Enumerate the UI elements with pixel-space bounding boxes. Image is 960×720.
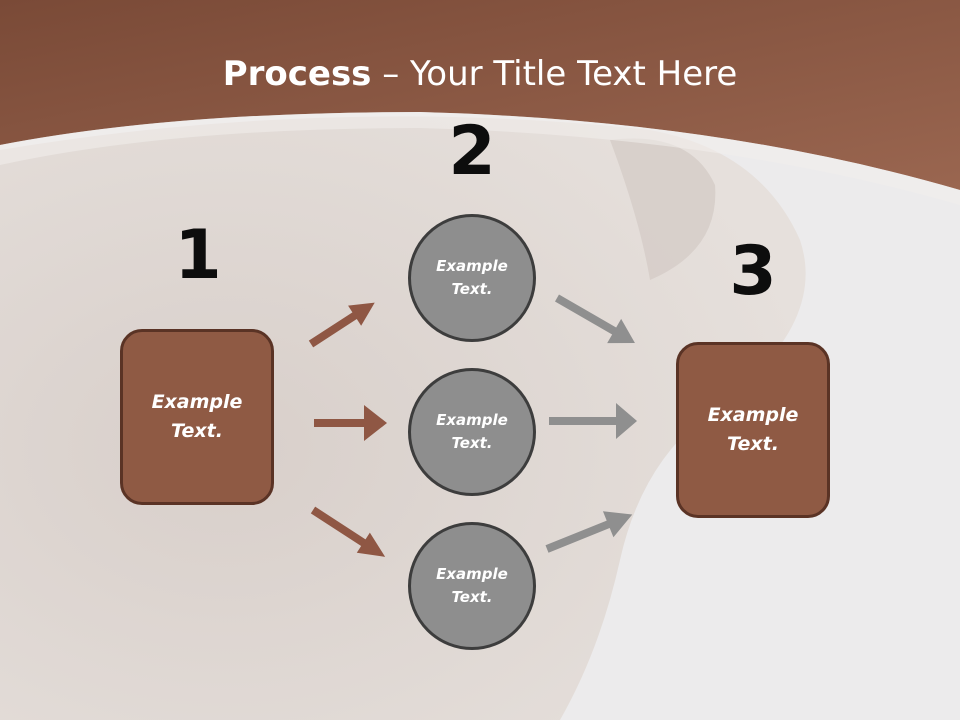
step-3-text-line2: Text. — [727, 433, 779, 455]
step-1-text-line2: Text. — [171, 420, 223, 442]
arrow-bottom-to-3 — [545, 511, 633, 553]
title-rest: – Your Title Text Here — [371, 54, 738, 94]
step-3-text-line1: Example — [707, 404, 799, 426]
circle-bottom-text-line1: Example — [436, 565, 508, 583]
arrow-middle-to-3 — [549, 403, 637, 439]
process-circle-bottom: Example Text. — [408, 522, 536, 650]
circle-top-text-line1: Example — [436, 257, 508, 275]
arrow-1-to-bottom — [310, 506, 386, 557]
circle-top-text-line2: Text. — [451, 280, 493, 298]
arrow-top-to-3 — [555, 294, 635, 344]
step-number-3: 3 — [729, 232, 777, 311]
title-bold: Process — [222, 54, 372, 94]
step-1-box: Example Text. — [120, 329, 274, 505]
step-number-1: 1 — [174, 216, 222, 295]
step-number-2: 2 — [448, 112, 496, 191]
circle-middle-text-line2: Text. — [451, 434, 493, 452]
step-1-text-line1: Example — [151, 391, 243, 413]
circle-bottom-text-line2: Text. — [451, 588, 493, 606]
process-circle-top: Example Text. — [408, 214, 536, 342]
step-3-box: Example Text. — [676, 342, 830, 518]
circle-middle-text-line1: Example — [436, 411, 508, 429]
slide-title: Process – Your Title Text Here — [0, 52, 960, 96]
arrow-1-to-middle — [314, 405, 387, 441]
arrow-1-to-top — [308, 302, 375, 348]
process-circle-middle: Example Text. — [408, 368, 536, 496]
